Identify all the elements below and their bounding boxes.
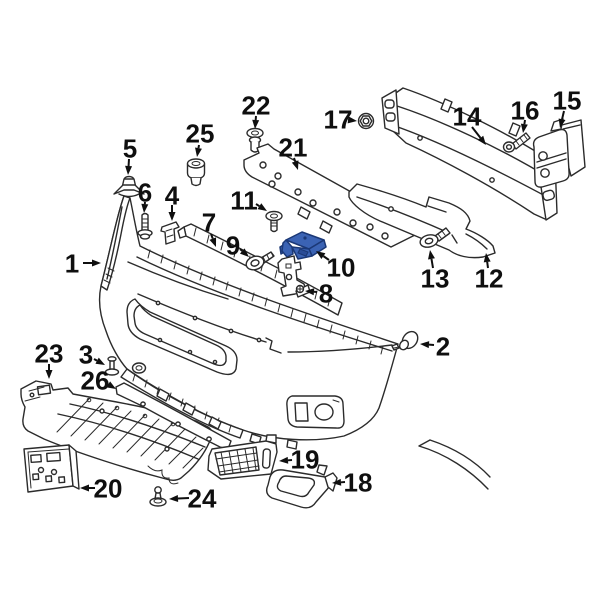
part-11-screw xyxy=(265,210,283,233)
callout-10-label: 10 xyxy=(327,253,356,283)
callout-10-arrowhead xyxy=(316,251,326,260)
callout-15-arrowhead xyxy=(558,118,566,128)
callout-24-arrow xyxy=(177,497,190,500)
callout-14-arrow xyxy=(471,126,482,139)
part-6-bolt xyxy=(137,212,153,240)
callout-6-label: 6 xyxy=(138,178,152,208)
callout-13-label: 13 xyxy=(421,264,450,294)
part-20-license-bracket xyxy=(23,444,80,493)
callout-26-label: 26 xyxy=(81,366,110,396)
callout-22-label: 22 xyxy=(242,91,271,121)
callout-26-arrow xyxy=(105,382,109,386)
callout-26-arrowhead xyxy=(106,381,116,389)
callout-6-arrowhead xyxy=(141,203,149,213)
callout-11-arrow xyxy=(255,203,260,208)
wheel-arch-fragment xyxy=(418,439,491,490)
callout-17-arrowhead xyxy=(347,116,357,124)
callout-20-arrowhead xyxy=(80,484,89,492)
callout-3-label: 3 xyxy=(79,340,93,370)
callout-15-label: 15 xyxy=(553,86,582,116)
part-18-fog-bezel xyxy=(265,464,338,509)
callout-21-arrow xyxy=(293,157,297,162)
callout-4-arrowhead xyxy=(168,212,176,221)
part-25-grommet xyxy=(186,158,206,187)
part-24-clip xyxy=(149,486,167,507)
part-5-clip xyxy=(113,175,145,198)
part-2-clip xyxy=(393,330,419,351)
part-19-fog-grille xyxy=(207,434,278,480)
part-3-clip xyxy=(104,356,147,376)
callout-7-arrow xyxy=(210,233,214,239)
callout-19-label: 19 xyxy=(291,445,320,475)
callout-12-arrow xyxy=(486,261,489,269)
callout-3-arrow xyxy=(93,358,98,362)
callout-8-arrowhead xyxy=(305,288,315,296)
callout-5-arrowhead xyxy=(125,165,133,175)
callout-24-arrowhead xyxy=(169,495,179,503)
callout-13-arrowhead xyxy=(428,250,435,260)
part-22-push-pin xyxy=(246,127,264,153)
callout-25-arrowhead xyxy=(195,147,202,157)
part-21-sight-shield xyxy=(243,143,416,248)
part-12-absorber xyxy=(348,183,496,259)
callout-19-arrowhead xyxy=(279,456,289,464)
part-4-clip xyxy=(160,221,180,245)
callout-7-arrowhead xyxy=(209,237,217,247)
callout-4-label: 4 xyxy=(165,181,180,211)
callout-14-label: 14 xyxy=(453,102,482,132)
callout-9-arrow xyxy=(239,248,243,252)
callout-11-arrowhead xyxy=(257,203,267,211)
callout-17-label: 17 xyxy=(324,105,353,135)
callout-12-label: 12 xyxy=(475,264,504,294)
callout-16-label: 16 xyxy=(511,96,540,126)
part-16-bolt xyxy=(502,132,531,153)
callout-2-label: 2 xyxy=(436,332,450,362)
part-15-bracket xyxy=(532,118,586,188)
callout-23-arrowhead xyxy=(45,370,53,379)
callout-16-arrow xyxy=(523,119,526,125)
callout-22-arrowhead xyxy=(252,119,260,129)
callout-16-arrowhead xyxy=(520,123,528,133)
callout-8-label: 8 xyxy=(319,279,333,309)
callout-25-label: 25 xyxy=(186,119,215,149)
part-17-nut xyxy=(357,112,375,130)
callout-21-label: 21 xyxy=(279,133,308,163)
callouts-layer: 1234567891011121314151617181920212223242… xyxy=(35,86,582,514)
callout-20-label: 20 xyxy=(94,474,123,504)
part-10-bracket-highlighted xyxy=(279,231,327,260)
callout-21-arrowhead xyxy=(291,160,299,170)
callout-25-arrow xyxy=(197,144,200,149)
callout-10-arrow xyxy=(322,255,330,261)
callout-18-arrowhead xyxy=(332,478,342,486)
callout-3-arrowhead xyxy=(95,357,105,365)
callout-23-label: 23 xyxy=(35,339,64,369)
callout-15-arrow xyxy=(561,110,565,120)
callout-18-label: 18 xyxy=(344,468,373,498)
callout-2-arrowhead xyxy=(420,341,430,349)
callout-14-arrowhead xyxy=(477,135,486,145)
part-23-deflector xyxy=(20,380,213,485)
callout-7-label: 7 xyxy=(202,208,216,238)
callout-1-label: 1 xyxy=(65,249,79,279)
callout-5-label: 5 xyxy=(123,134,137,164)
callout-12-arrowhead xyxy=(483,253,491,263)
callout-13-arrow xyxy=(430,258,434,269)
callout-9-arrowhead xyxy=(239,248,249,257)
callout-24-label: 24 xyxy=(188,484,217,514)
callout-1-arrowhead xyxy=(92,259,101,267)
part-13-screw xyxy=(419,227,451,248)
part-1-bumper-cover xyxy=(98,195,400,450)
part-9-screw xyxy=(245,251,275,271)
callout-11-label: 11 xyxy=(230,186,258,216)
callout-9-label: 9 xyxy=(226,231,240,261)
